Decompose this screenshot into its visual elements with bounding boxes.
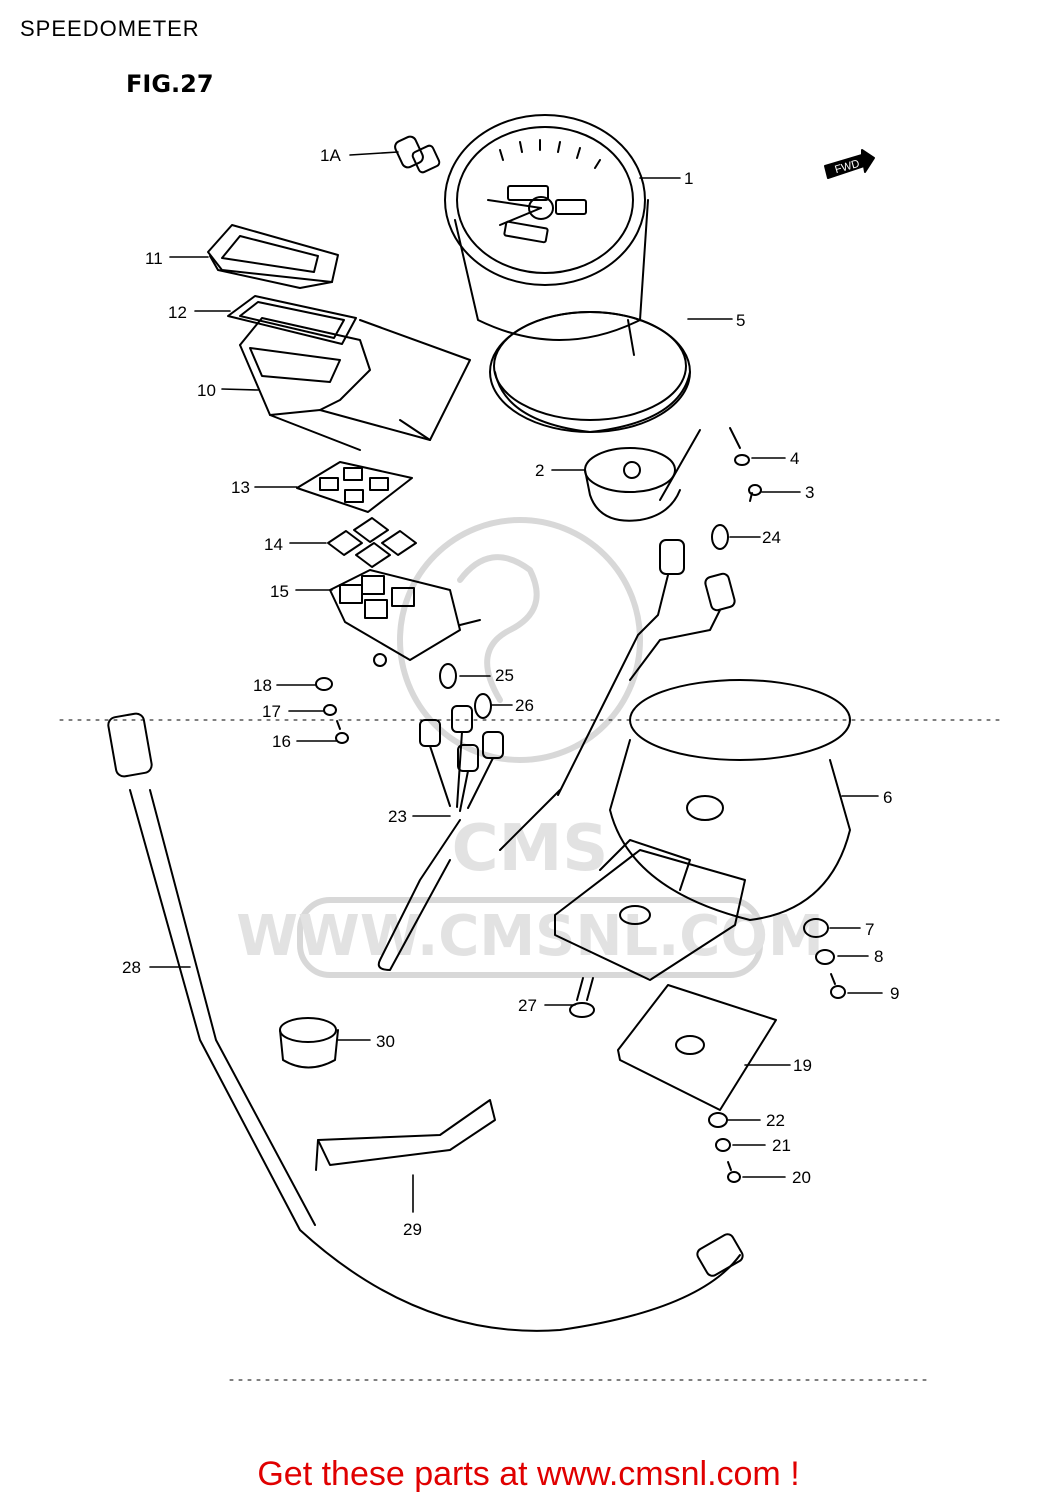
part-21-washer	[715, 1138, 731, 1152]
watermark-url: WWW.CMSNL.COM	[236, 904, 823, 969]
part-3-screw	[748, 484, 762, 502]
callout: 1A	[320, 146, 341, 165]
part-7-grommet	[803, 918, 829, 938]
part-26-bulb	[474, 693, 492, 719]
part-15-socket-housing	[329, 569, 481, 667]
part-17-washer	[323, 704, 337, 716]
callout: 6	[883, 788, 892, 807]
callout: 11	[145, 249, 163, 268]
callout: 4	[790, 449, 799, 468]
callout: 20	[792, 1168, 811, 1187]
page-title: SPEEDOMETER	[20, 16, 200, 41]
part-12-gasket	[227, 295, 357, 345]
part-2-gearbox	[584, 427, 741, 522]
part-9-screw	[830, 973, 846, 999]
callout: 7	[865, 920, 874, 939]
leader-lines	[149, 151, 883, 1213]
part-27-bolt	[569, 977, 595, 1018]
part-29-bracket	[315, 1099, 496, 1171]
part-1a-plug	[394, 135, 441, 174]
watermark-logo: CMS	[452, 812, 609, 886]
callout: 23	[388, 807, 407, 826]
callout: 27	[518, 996, 537, 1015]
part-4-nut	[734, 454, 750, 466]
exploded-parts-diagram: CMS WWW.CMSNL.COM	[59, 114, 1001, 1381]
callout: 12	[168, 303, 187, 322]
callout: 24	[762, 528, 781, 547]
callout: 15	[270, 582, 289, 601]
part-5-ring	[489, 311, 691, 433]
part-11-lens	[207, 224, 339, 289]
callout: 26	[515, 696, 534, 715]
callout-numbers: 1A 1 11 12 5 10 2 4 3 13 24 14 15 25 18 …	[122, 146, 899, 1239]
part-13-plate	[296, 461, 413, 513]
callout: 9	[890, 984, 899, 1003]
callout: 18	[253, 676, 272, 695]
part-22-nut	[708, 1112, 728, 1128]
part-16-screw	[335, 720, 349, 744]
callout: 5	[736, 311, 745, 330]
part-23-wiring-harness	[377, 539, 736, 971]
part-30-grommet	[279, 1017, 339, 1069]
part-28-speedometer-cable	[107, 712, 744, 1332]
callout: 14	[264, 535, 283, 554]
figure-number: FIG.27	[126, 70, 214, 98]
forward-arrow-icon: FWD	[824, 149, 875, 179]
callout: 10	[197, 381, 216, 400]
callout: 3	[805, 483, 814, 502]
fwd-label: FWD	[834, 158, 861, 176]
callout: 13	[231, 478, 250, 497]
part-25-bulb	[439, 663, 457, 689]
callout: 25	[495, 666, 514, 685]
callout: 19	[793, 1056, 812, 1075]
part-19-bracket	[617, 984, 777, 1111]
callout: 8	[874, 947, 883, 966]
callout: 21	[772, 1136, 791, 1155]
part-8-washer	[815, 949, 835, 965]
part-10-indicator-housing	[239, 317, 471, 451]
callout: 16	[272, 732, 291, 751]
callout: 17	[262, 702, 281, 721]
callout: 29	[403, 1220, 422, 1239]
part-1-speedometer	[444, 114, 649, 356]
part-20-screw	[727, 1161, 741, 1183]
footer-promo-link[interactable]: Get these parts at www.cmsnl.com !	[257, 1455, 800, 1493]
part-14-windows	[327, 517, 417, 568]
part-18-grommet	[315, 677, 333, 691]
callout: 28	[122, 958, 141, 977]
callout: 22	[766, 1111, 785, 1130]
callout: 1	[684, 169, 693, 188]
callout: 2	[535, 461, 544, 480]
watermark: CMS WWW.CMSNL.COM	[236, 517, 824, 978]
callout: 30	[376, 1032, 395, 1051]
part-24-bulb	[711, 524, 729, 550]
